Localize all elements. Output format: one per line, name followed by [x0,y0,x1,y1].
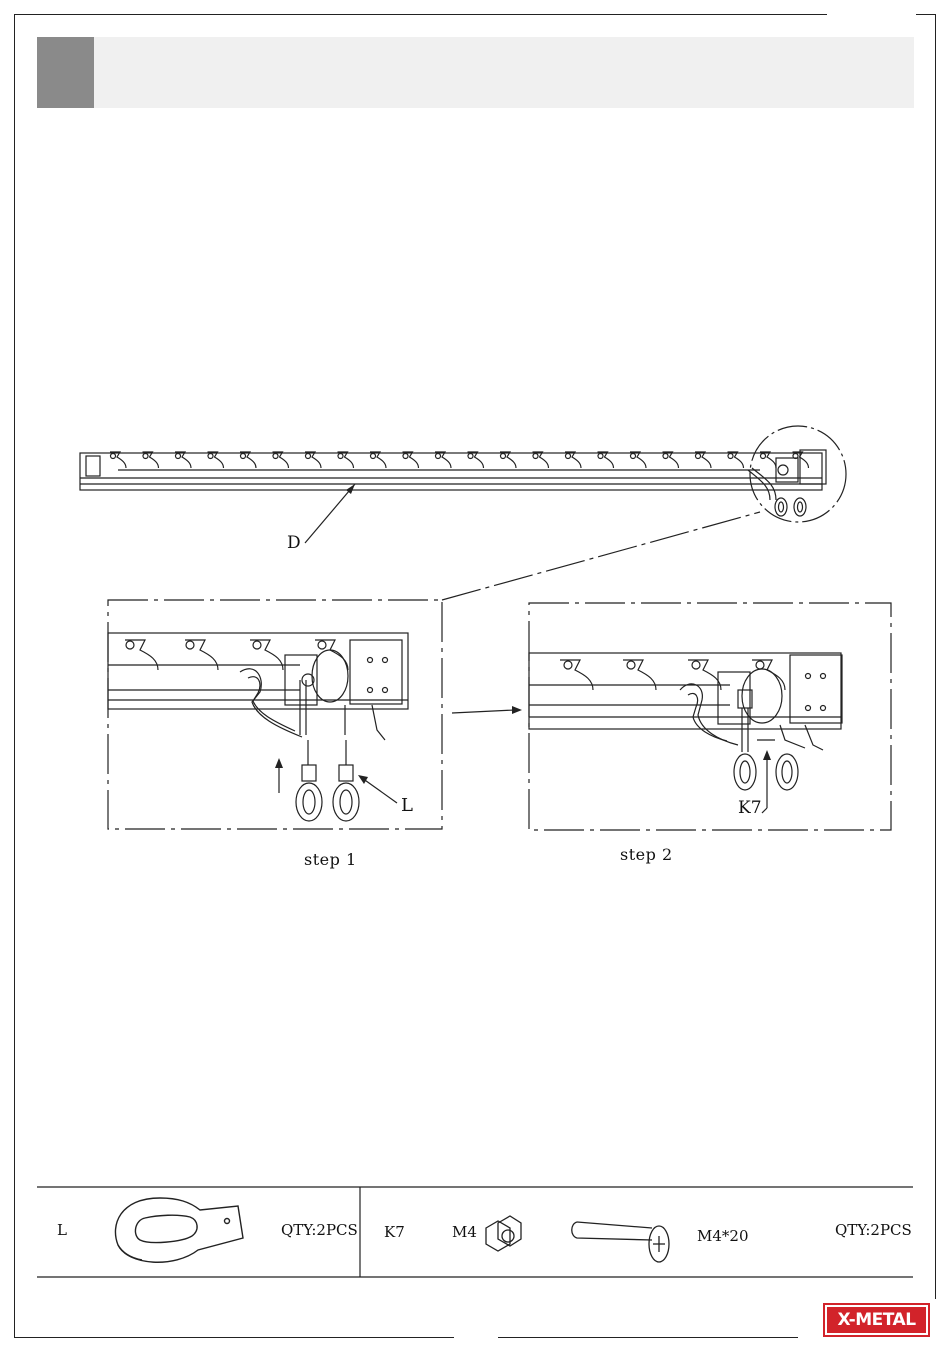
brand-logo: X-METAL [823,1303,930,1337]
rail-hook-pin [631,454,636,459]
rail-hook [760,452,776,468]
rail-hook-pin [273,454,278,459]
rail-hook-pin [761,454,766,459]
rail-hook [435,452,451,468]
rail-hook [370,452,386,468]
rail-hook [630,452,646,468]
rail-hook-pin [501,454,506,459]
part-k7-nut: M4 [452,1225,477,1240]
rail-hook [468,452,484,468]
rail-hook-pin [176,454,181,459]
rail-hook [273,452,289,468]
part-k7-screw: M4*20 [697,1229,749,1244]
rail-hook [663,452,679,468]
bracket-part-drawing [115,1198,243,1262]
rail-hook [695,452,711,468]
rail-hook [533,452,549,468]
rail-hook-pin [143,454,148,459]
callout-l: L [401,797,413,815]
rail-hook-pin [728,454,733,459]
hex-nut-drawing [486,1216,521,1251]
rail-hook [565,452,581,468]
rail-hook-pin [111,454,116,459]
rail-hook-pin [566,454,571,459]
brand-logo-text: X-METAL [827,1307,926,1333]
rail-hook [305,452,321,468]
rail-hook [728,452,744,468]
step-2-label: step 2 [620,847,673,863]
rail-hook [403,452,419,468]
rail-hook [240,452,256,468]
step-1-label: step 1 [304,852,357,868]
rail-hook-pin [241,454,246,459]
rail-hook-pin [338,454,343,459]
part-l-qty: QTY:2PCS [281,1223,358,1238]
rail-hook-pin [533,454,538,459]
rail-hook-pin [468,454,473,459]
callout-d: D [287,535,301,552]
rail-hook [110,452,126,468]
rail-hook [143,452,159,468]
rail-hook [175,452,191,468]
rail-hook-pin [436,454,441,459]
part-l-id: L [57,1223,67,1238]
rail-hook-pin [371,454,376,459]
rail-hook [338,452,354,468]
rail-hook-pin [208,454,213,459]
rail-hook-pin [663,454,668,459]
rail-hook [598,452,614,468]
screw-drawing [572,1222,669,1262]
rail-hook [500,452,516,468]
part-k7-qty: QTY:2PCS [835,1223,912,1238]
callout-k7: K7 [738,800,762,817]
part-k7-id: K7 [384,1225,405,1240]
rail-hook-pin [306,454,311,459]
rail-hook-pin [696,454,701,459]
rail-hook [208,452,224,468]
rail-hook-pin [403,454,408,459]
rail-hook-pin [598,454,603,459]
